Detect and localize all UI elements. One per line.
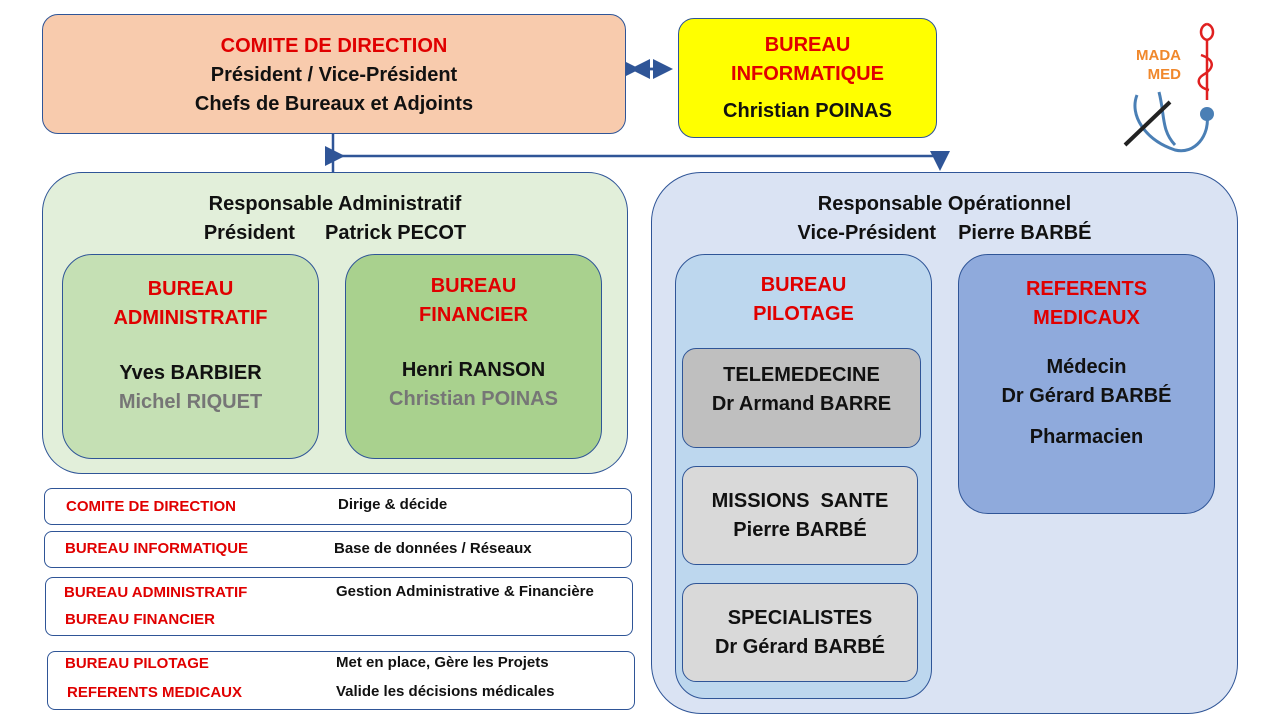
bureau-admin-title-2: ADMINISTRATIF [113,307,268,329]
bureau-admin-name1: Yves BARBIER [119,362,262,384]
legend-key: BUREAU ADMINISTRATIF [64,584,248,601]
admin-panel-role: Président [203,222,295,244]
referents-medicaux-box: REFERENTS MEDICAUX Médecin Dr Gérard BAR… [958,254,1215,514]
missions-title: MISSIONS SANTE [711,490,889,512]
pilotage-title-2: PILOTAGE [753,303,854,325]
admin-panel-title: Responsable Administratif [208,193,462,215]
specialistes-name: Dr Gérard BARBÉ [714,636,886,658]
caduceus-stethoscope-icon [1123,22,1215,153]
legend-row-informatique: BUREAU INFORMATIQUE Base de données / Ré… [44,531,632,568]
legend-desc: Valide les décisions médicales [336,683,555,700]
pilotage-title: BUREAU [760,274,847,296]
referents-role2: Pharmacien [1029,426,1144,448]
legend-key: BUREAU INFORMATIQUE [65,540,249,557]
bureau-financier-box: BUREAU FINANCIER Henri RANSON Christian … [345,254,602,459]
bureau-admin-name2: Michel RIQUET [118,391,263,413]
admin-panel-name: Patrick PECOT [324,222,467,244]
referents-title: REFERENTS [1025,278,1148,300]
legend-key: BUREAU FINANCIER [65,611,215,628]
bureau-fin-name1: Henri RANSON [401,359,546,381]
legend-desc: Gestion Administrative & Financière [336,583,594,600]
legend-desc: Base de données / Réseaux [334,540,532,557]
specialistes-box: SPECIALISTES Dr Gérard BARBÉ [682,583,918,682]
bureau-fin-name2: Christian POINAS [389,388,558,410]
legend-key: COMITE DE DIRECTION [66,498,237,515]
ops-panel-title: Responsable Opérationnel [817,193,1072,215]
bureau-fin-title-2: FINANCIER [419,304,528,326]
comite-line1: Président / Vice-Président [210,64,458,86]
referents-name: Dr Gérard BARBÉ [1001,385,1172,407]
missions-sante-box: MISSIONS SANTE Pierre BARBÉ [682,466,918,565]
legend-row-comite: COMITE DE DIRECTION Dirige & décide [44,488,632,525]
informatique-title: BUREAU [764,34,851,56]
telemedecine-title: TELEMEDECINE [723,364,880,386]
informatique-title-2: INFORMATIQUE [731,63,884,85]
referents-role1: Médecin [1046,356,1127,378]
legend-desc: Met en place, Gère les Projets [336,654,549,671]
comite-line2: Chefs de Bureaux et Adjoints [194,93,474,115]
ops-panel-role: Vice-Président [797,222,937,244]
legend-desc: Dirige & décide [338,496,448,513]
referents-title-2: MEDICAUX [1033,307,1140,329]
legend-key: REFERENTS MEDICAUX [67,684,243,701]
legend-row-admin-fin: BUREAU ADMINISTRATIF Gestion Administrat… [45,577,633,636]
comite-title: COMITE DE DIRECTION [220,35,448,57]
bureau-admin-title: BUREAU [147,278,234,300]
missions-name: Pierre BARBÉ [733,519,867,541]
telemedecine-box: TELEMEDECINE Dr Armand BARRE [682,348,921,448]
specialistes-title: SPECIALISTES [727,607,873,629]
bureau-informatique-box: BUREAU INFORMATIQUE Christian POINAS [678,18,937,138]
bureau-administratif-box: BUREAU ADMINISTRATIF Yves BARBIER Michel… [62,254,319,459]
ops-panel-name: Pierre BARBÉ [958,222,1092,244]
comite-direction-box: COMITE DE DIRECTION Président / Vice-Pré… [42,14,626,134]
bureau-fin-title: BUREAU [430,275,517,297]
legend-key: BUREAU PILOTAGE [65,655,209,672]
informatique-name: Christian POINAS [723,100,892,122]
legend-row-pilotage-referents: BUREAU PILOTAGE Met en place, Gère les P… [47,651,635,710]
telemedecine-name: Dr Armand BARRE [711,393,892,415]
